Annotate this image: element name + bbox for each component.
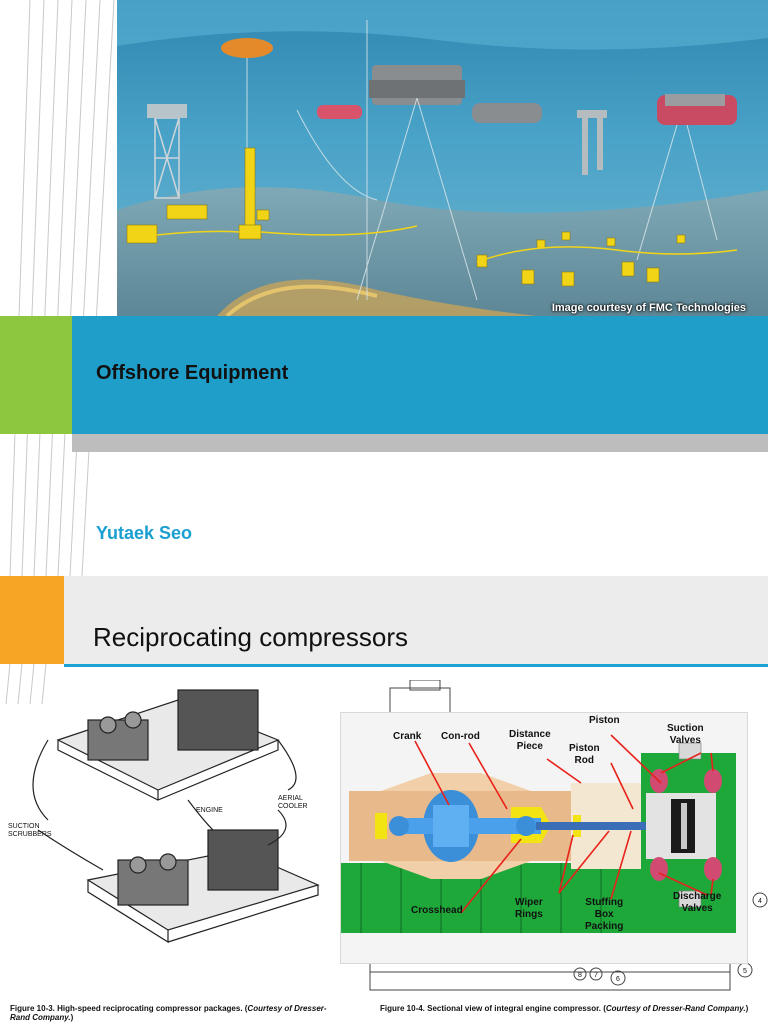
label-piston-rod: Piston Rod [569, 743, 600, 766]
label-crosshead: Crosshead [411, 905, 463, 916]
callout-4: 4 [758, 898, 762, 905]
label-engine: ENGINE [196, 807, 223, 814]
label-aerial-cooler: AERIAL COOLER [278, 795, 308, 810]
caption-figure-number: Figure 10-3. [10, 1004, 55, 1013]
callout-6: 6 [616, 976, 620, 983]
caption-close: ) [745, 1004, 749, 1013]
label-suction-valves: Suction Valves [667, 723, 704, 746]
accent-block [0, 316, 72, 434]
label-piston: Piston [589, 715, 620, 726]
caption-credit: Courtesy of Dresser-Rand Company. [10, 1004, 327, 1022]
header-rule [64, 664, 768, 667]
caption-figure-number: Figure 10-4. [380, 1004, 425, 1013]
sectional-view-figure: Crank Con-rod Distance Piece Piston Pist… [340, 712, 748, 964]
caption-text: Sectional view of integral engine compre… [427, 1004, 606, 1013]
caption-text: High-speed reciprocating compressor pack… [57, 1004, 248, 1013]
slide-title: Reciprocating compressors [93, 622, 409, 652]
caption-credit: Courtesy of Dresser-Rand Company. [605, 1004, 746, 1013]
presentation-title: Offshore Equipment [96, 362, 289, 384]
header-band [64, 576, 768, 664]
title-band [72, 316, 768, 434]
compressor-packages-figure: SUCTION SCRUBBERS ENGINE AERIAL COOLER [8, 689, 320, 944]
title-band-shadow [72, 434, 768, 452]
decorative-lines [9, 0, 115, 576]
slide-reciprocating-compressors: Reciprocating compressors [0, 576, 768, 1024]
label-stuffing-box-packing: Stuffing Box Packing [585, 897, 624, 932]
callout-7: 7 [594, 972, 598, 979]
sectional-view-drawing [341, 734, 736, 933]
callout-5: 5 [743, 968, 747, 975]
label-con-rod: Con-rod [441, 731, 480, 742]
label-distance-piece: Distance Piece [509, 729, 551, 752]
callout-8: 8 [578, 972, 582, 979]
presentation-author: Yutaek Seo [96, 523, 193, 543]
label-wiper-rings: Wiper Rings [515, 897, 543, 920]
label-suction-scrubbers: SUCTION SCRUBBERS [8, 823, 52, 838]
decorative-lines [5, 664, 47, 704]
figure-caption-left: Figure 10-3. High-speed reciprocating co… [10, 1004, 340, 1022]
figure-caption-right: Figure 10-4. Sectional view of integral … [380, 1004, 768, 1013]
offshore-hero-image: Image courtesy of FMC Technologies [117, 0, 768, 316]
accent-block [0, 576, 64, 664]
caption-close: ) [70, 1013, 74, 1022]
slide-title: Image courtesy of FMC Technologies Offsh… [0, 0, 768, 576]
label-crank: Crank [393, 731, 422, 742]
label-discharge-valves: Discharge Valves [673, 891, 722, 914]
image-credit: Image courtesy of FMC Technologies [551, 302, 746, 314]
